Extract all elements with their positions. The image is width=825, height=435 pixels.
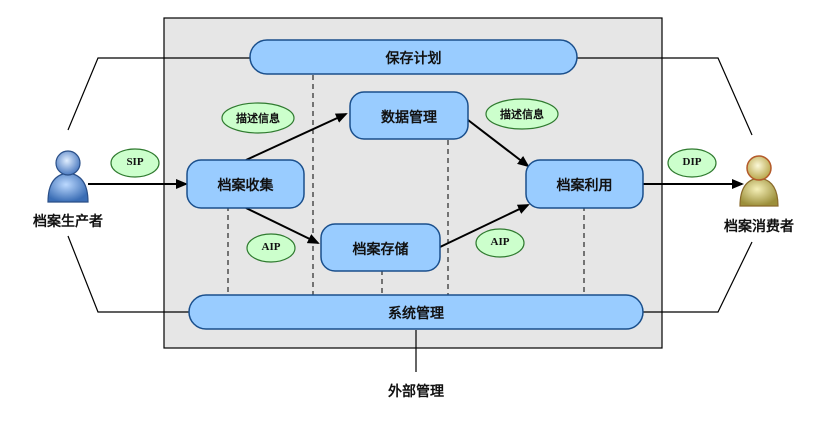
dip-label: DIP [682, 156, 702, 168]
preservation-planning-box [249, 39, 578, 75]
functional-boxes [186, 39, 644, 330]
data-management-label: 数据管理 [381, 110, 437, 126]
flow-arrows [88, 113, 744, 248]
archival-storage-box [320, 223, 441, 272]
dip-ellipse [667, 148, 717, 178]
archival-storage-label: 档案存储 [352, 242, 409, 258]
desc-info-left-ellipse [221, 102, 295, 134]
access-box [525, 159, 644, 209]
ingest-label: 档案收集 [217, 178, 274, 194]
administration-box [188, 294, 644, 330]
arrow-ingest-storage [245, 207, 320, 244]
producer-label: 档案生产者 [33, 214, 103, 230]
preservation-planning-label: 保存计划 [385, 51, 442, 67]
package-ellipses [110, 98, 717, 263]
administration-label: 系统管理 [388, 306, 444, 322]
aip-ingest-ellipse [246, 233, 296, 263]
arrow-datamgmt-access [467, 119, 530, 168]
user-icon [739, 155, 779, 207]
envelope-lines [67, 57, 753, 313]
desc-info-right-ellipse [485, 98, 559, 130]
arrow-ingest-datamgmt [245, 113, 348, 161]
aip-access-label: AIP [490, 236, 510, 248]
access-label: 档案利用 [556, 178, 613, 194]
arrow-storage-access [439, 204, 530, 248]
sip-ellipse [110, 148, 160, 178]
aip-access-ellipse [475, 228, 525, 258]
desc-info-left-label: 描述信息 [236, 112, 280, 125]
consumer-label: 档案消费者 [724, 219, 794, 235]
desc-info-right-label: 描述信息 [500, 108, 544, 121]
sip-label: SIP [126, 156, 144, 168]
external-management-label: 外部管理 [388, 384, 444, 400]
user-icon [47, 150, 89, 203]
dashed-links [227, 75, 585, 296]
ingest-box [186, 159, 305, 209]
data-management-box [349, 91, 469, 140]
aip-ingest-label: AIP [261, 241, 281, 253]
